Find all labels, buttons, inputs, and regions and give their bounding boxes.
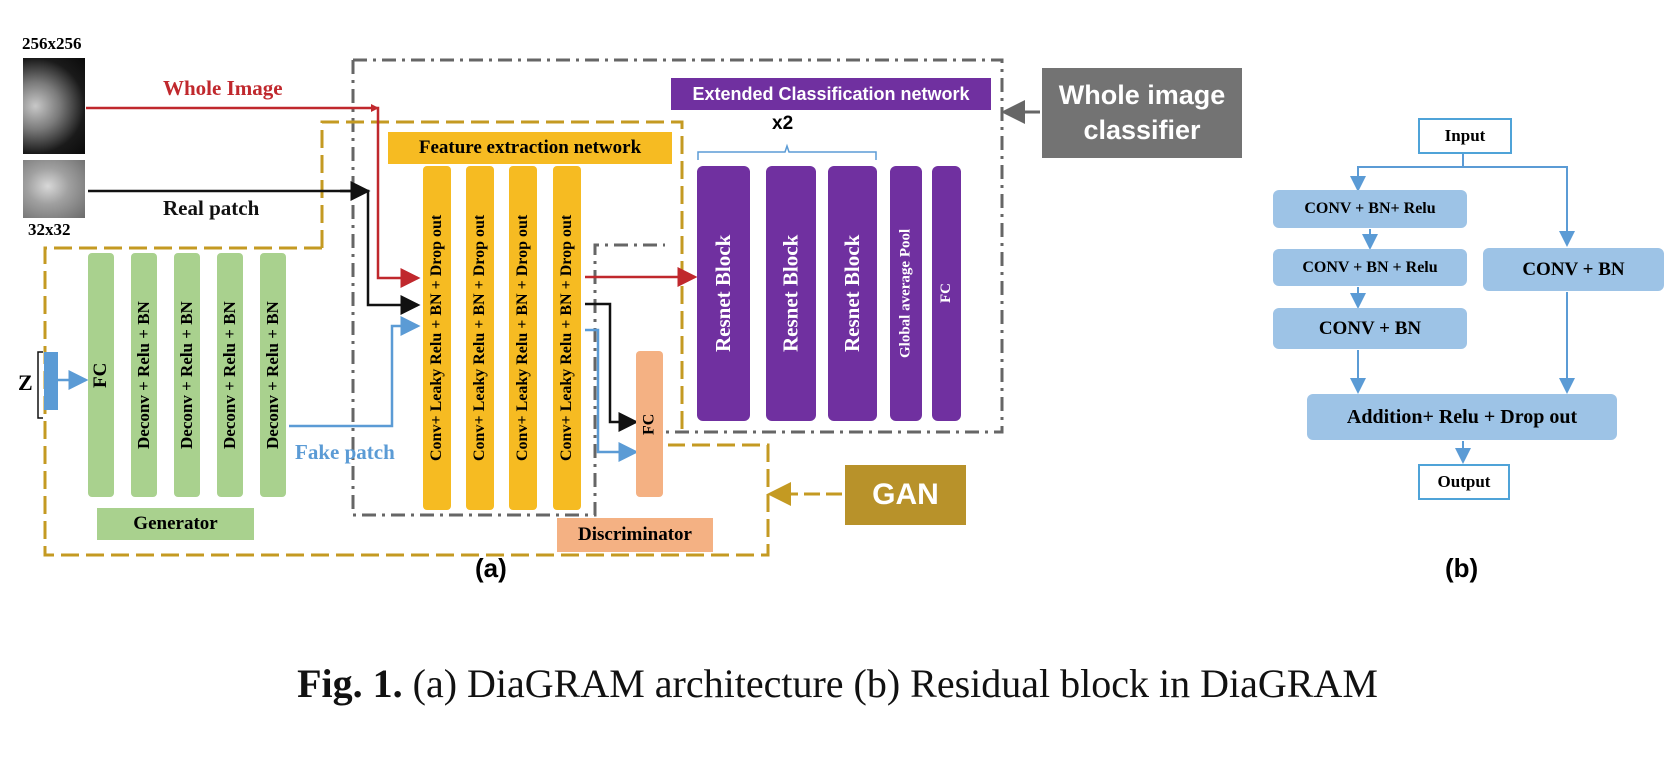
feature-conv-3: Conv+ Leaky Relu + BN + Drop out [509, 166, 537, 510]
classifier-title: Extended Classification network [671, 78, 991, 110]
classifier-frame [351, 58, 1004, 517]
global-average-pool: Global average Pool [890, 166, 922, 421]
residual-conv-bn-relu-1: CONV + BN+ Relu [1273, 190, 1467, 228]
panel-b-label: (b) [1445, 553, 1479, 583]
generator-deconv-2: Deconv + Relu + BN [174, 253, 200, 497]
patch-mammogram-image [23, 160, 85, 218]
generator-deconv-1: Deconv + Relu + BN [131, 253, 157, 497]
gan-badge: GAN [845, 465, 966, 525]
fake-patch-label: Fake patch [295, 440, 395, 464]
generator-deconv-3: Deconv + Relu + BN [217, 253, 243, 497]
residual-addition: Addition+ Relu + Drop out [1307, 394, 1617, 440]
discriminator-label: Discriminator [557, 518, 713, 552]
whole-image-label: Whole Image [163, 76, 283, 100]
generator-deconv-4: Deconv + Relu + BN [260, 253, 286, 497]
residual-shortcut-conv-bn: CONV + BN [1483, 248, 1664, 291]
x2-brace [697, 143, 877, 160]
feature-conv-4: Conv+ Leaky Relu + BN + Drop out [553, 166, 581, 510]
discriminator-fc: FC [636, 351, 663, 497]
generator-label: Generator [97, 508, 254, 540]
resnet-block-3: Resnet Block [828, 166, 877, 421]
resnet-block-1: Resnet Block [697, 166, 750, 421]
caption-prefix: Fig. 1. [297, 661, 403, 706]
panel-a-label: (a) [475, 553, 507, 583]
classifier-fc: FC [932, 166, 961, 421]
residual-conv-bn: CONV + BN [1273, 308, 1467, 349]
caption-text: (a) DiaGRAM architecture (b) Residual bl… [402, 661, 1378, 706]
resnet-block-2: Resnet Block [766, 166, 816, 421]
feature-conv-1: Conv+ Leaky Relu + BN + Drop out [423, 166, 451, 510]
residual-output: Output [1418, 464, 1510, 500]
whole-mammogram-image [23, 58, 85, 154]
patch-size-label: 32x32 [28, 220, 71, 239]
generator-fc: FC [88, 253, 114, 497]
real-patch-label: Real patch [163, 196, 260, 220]
whole-image-classifier-badge: Whole image classifier [1042, 68, 1242, 158]
repeat-label: x2 [772, 113, 794, 134]
figure-caption: Fig. 1. (a) DiaGRAM architecture (b) Res… [0, 660, 1675, 707]
z-label: Z [18, 370, 33, 395]
residual-conv-bn-relu-2: CONV + BN + Relu [1273, 249, 1467, 286]
feature-extraction-title: Feature extraction network [388, 132, 672, 164]
feature-conv-2: Conv+ Leaky Relu + BN + Drop out [466, 166, 494, 510]
residual-input: Input [1418, 118, 1512, 154]
whole-size-label: 256x256 [22, 34, 82, 53]
